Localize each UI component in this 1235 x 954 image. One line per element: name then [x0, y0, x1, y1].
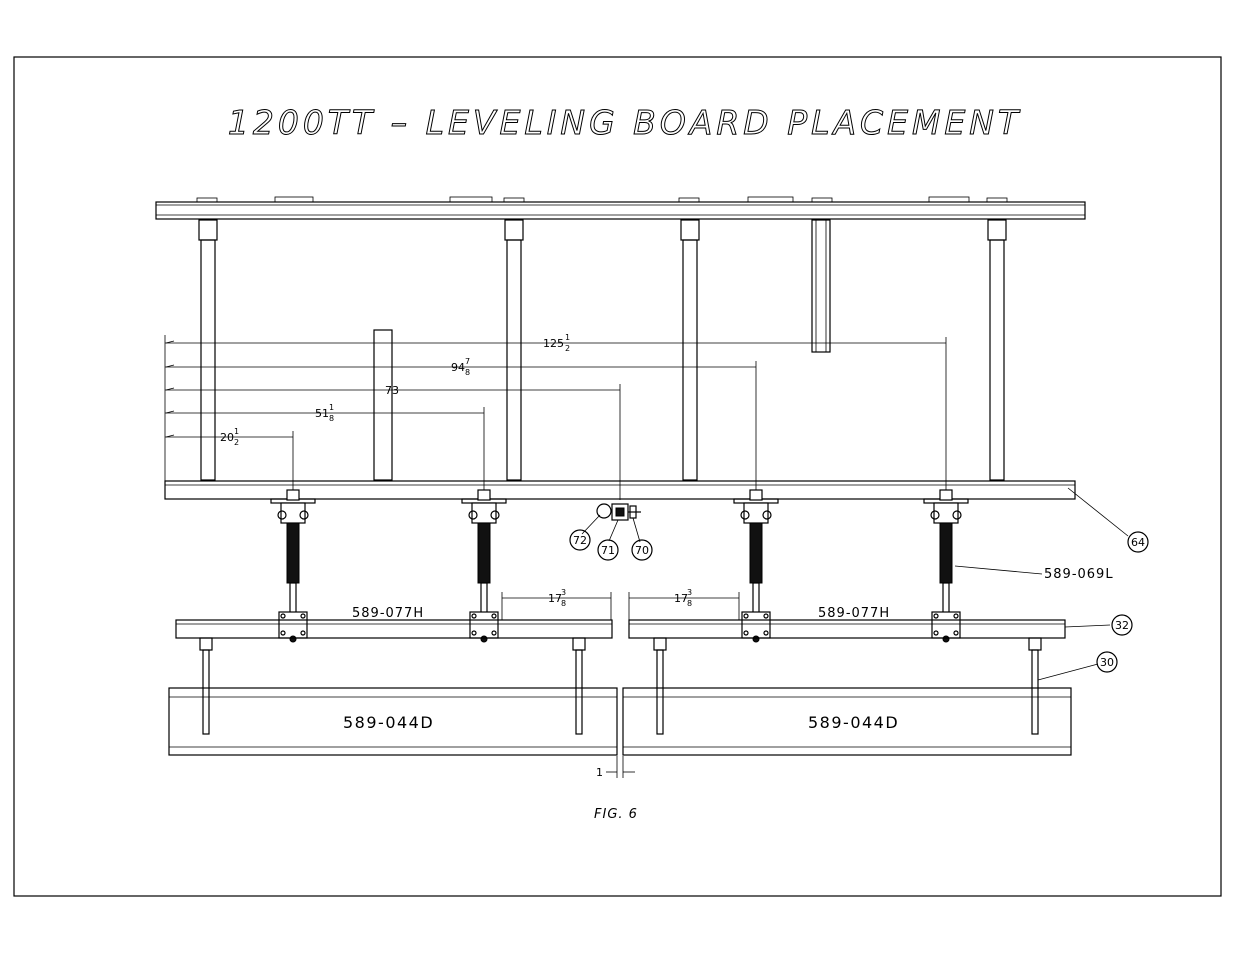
- frame-post-2: [504, 219, 524, 481]
- svg-text:1: 1: [234, 427, 239, 436]
- balloon-71: 71: [597, 539, 619, 561]
- part-label-hitch-left: 589-077H: [352, 606, 424, 621]
- drawing-border: [13, 56, 1222, 897]
- svg-text:30: 30: [1100, 656, 1114, 669]
- balloon-30: 30: [1096, 651, 1118, 673]
- part-label-cylinder: 589-069L: [1044, 567, 1114, 582]
- balloon-72: 72: [569, 529, 591, 551]
- svg-text:1: 1: [596, 766, 603, 779]
- svg-text:32: 32: [1115, 619, 1129, 632]
- svg-text:51: 51: [315, 407, 329, 420]
- dimension-label-17-left: 17 3 8: [548, 588, 566, 608]
- balloon-32: 32: [1111, 614, 1133, 636]
- svg-text:3: 3: [561, 588, 566, 597]
- svg-text:2: 2: [565, 344, 570, 353]
- figure-caption: FIG. 6: [594, 807, 638, 822]
- svg-text:8: 8: [561, 599, 566, 608]
- svg-text:125: 125: [543, 337, 564, 350]
- svg-text:17: 17: [548, 592, 562, 605]
- balloon-64: 64: [1127, 531, 1149, 553]
- svg-text:2: 2: [234, 438, 239, 447]
- part-label-hitch-right: 589-077H: [818, 606, 890, 621]
- svg-text:3: 3: [687, 588, 692, 597]
- dimension-label-125: 125 1 2: [543, 333, 570, 353]
- hitch-bar-left: [175, 619, 613, 651]
- drawing-title: 1200TT – LEVELING BOARD PLACEMENT: [228, 103, 1022, 142]
- frame-post-1: [198, 219, 218, 481]
- svg-text:72: 72: [573, 534, 587, 547]
- svg-text:73: 73: [385, 384, 399, 397]
- svg-text:71: 71: [601, 544, 615, 557]
- frame-post-3: [680, 219, 700, 481]
- hydraulic-cylinder-3: [733, 489, 779, 643]
- frame-post-5: [987, 219, 1007, 481]
- leader-lines: [581, 487, 1129, 681]
- dimension-label-20: 20 1 2: [220, 427, 239, 447]
- dimension-lines: [164, 335, 947, 778]
- leveling-board-left: [168, 687, 618, 756]
- bracket-set: [202, 649, 1039, 735]
- svg-text:70: 70: [635, 544, 649, 557]
- svg-text:7: 7: [465, 357, 470, 366]
- hitch-bar-right: [628, 619, 1066, 651]
- top-frame-beam: [155, 196, 1086, 220]
- frame-post-4: [811, 219, 831, 353]
- svg-text:8: 8: [465, 368, 470, 377]
- part-label-board-right: 589-044D: [808, 713, 899, 732]
- hydraulic-cylinder-1: [270, 489, 316, 643]
- dimension-label-51: 51 1 8: [315, 403, 334, 423]
- svg-text:64: 64: [1131, 536, 1145, 549]
- leveling-board-right: [622, 687, 1072, 756]
- frame-post-short: [373, 329, 393, 481]
- svg-text:8: 8: [329, 414, 334, 423]
- dimension-label-94: 94 7 8: [451, 357, 470, 377]
- part-label-board-left: 589-044D: [343, 713, 434, 732]
- hydraulic-cylinder-4: [923, 489, 969, 643]
- hydraulic-cylinder-2: [461, 489, 507, 643]
- balloon-70: 70: [631, 539, 653, 561]
- center-fitting: [596, 503, 641, 521]
- dimension-label-73: 73: [385, 384, 399, 397]
- svg-text:17: 17: [674, 592, 688, 605]
- svg-text:94: 94: [451, 361, 465, 374]
- svg-text:1: 1: [565, 333, 570, 342]
- svg-text:8: 8: [687, 599, 692, 608]
- svg-text:1: 1: [329, 403, 334, 412]
- svg-text:20: 20: [220, 431, 234, 444]
- dimension-label-1: 1: [596, 766, 603, 779]
- dimension-label-17-right: 17 3 8: [674, 588, 692, 608]
